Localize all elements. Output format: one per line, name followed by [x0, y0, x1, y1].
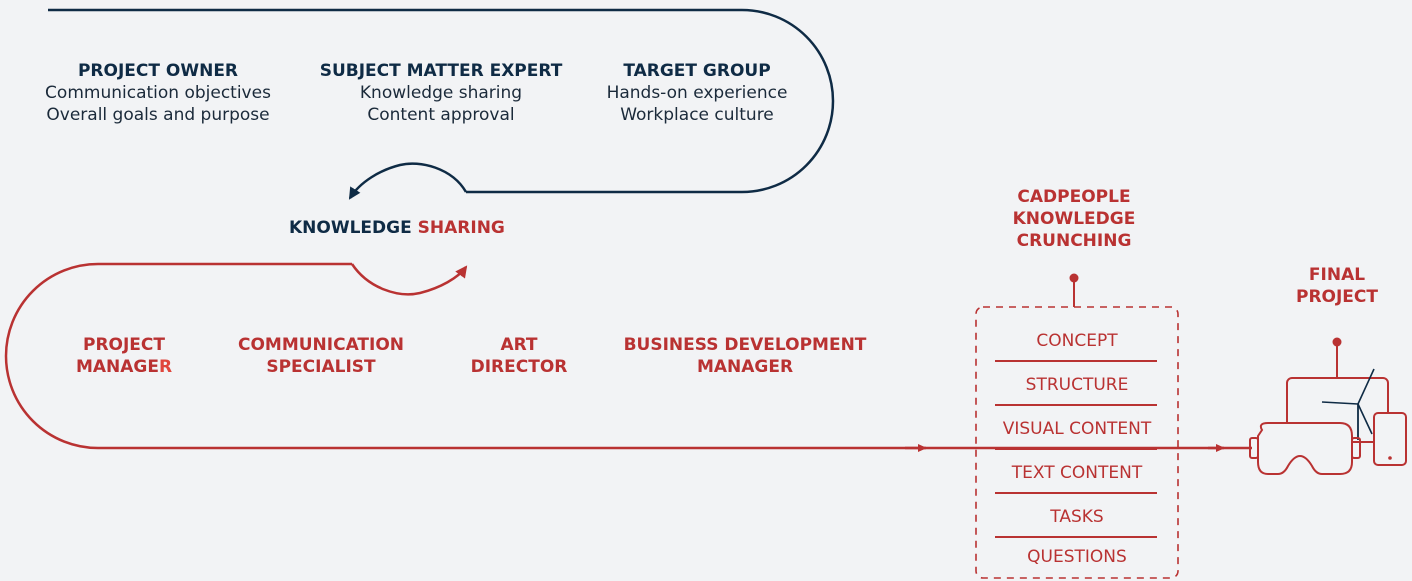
- knowledge-word: KNOWLEDGE: [289, 218, 412, 238]
- role-title-line2: SPECIALIST: [266, 357, 376, 377]
- final-connector-dot: [1332, 337, 1342, 347]
- role-project-manager: PROJECT MANAGER: [76, 334, 172, 378]
- step-questions: QUESTIONS: [1027, 547, 1127, 567]
- step-visual-content: VISUAL CONTENT: [1002, 419, 1152, 439]
- role-line: Hands-on experience: [606, 83, 788, 103]
- step-tasks: TASKS: [1050, 507, 1104, 527]
- role-line: Workplace culture: [620, 105, 774, 125]
- role-line: Content approval: [367, 105, 515, 125]
- role-line: Communication objectives: [45, 83, 271, 103]
- crunching-title-line: KNOWLEDGE: [1012, 209, 1136, 229]
- role-title: SUBJECT MATTER EXPERT: [319, 61, 563, 81]
- knowledge-arc-red: [350, 263, 468, 296]
- role-title-line1: PROJECT: [82, 335, 165, 355]
- crunching-box: [975, 306, 1179, 579]
- role-project-owner: PROJECT OWNER Communication objectives O…: [45, 60, 271, 126]
- role-title: PROJECT OWNER: [77, 61, 239, 81]
- role-title-accent: R: [158, 357, 173, 377]
- step-separators: [995, 360, 1157, 538]
- role-art-director: ART DIRECTOR: [471, 334, 568, 378]
- client-loop-line: [48, 8, 835, 194]
- final-title-line: PROJECT: [1295, 287, 1378, 307]
- vr-headset-tablet-phone-wind-turbine-icon: [1249, 368, 1407, 475]
- role-line: Overall goals and purpose: [46, 105, 270, 125]
- role-title: TARGET GROUP: [623, 61, 771, 81]
- role-line: Knowledge sharing: [359, 83, 523, 103]
- role-title-line2: MANAGER: [696, 357, 794, 377]
- role-target-group: TARGET GROUP Hands-on experience Workpla…: [607, 60, 788, 126]
- knowledge-arc-navy: [348, 162, 468, 200]
- role-title-line1: COMMUNICATION: [237, 335, 405, 355]
- crunching-title-line: CRUNCHING: [1016, 231, 1132, 251]
- step-concept: CONCEPT: [1036, 331, 1118, 351]
- role-communication-specialist: COMMUNICATION SPECIALIST: [238, 334, 404, 378]
- final-title-line: FINAL: [1308, 265, 1366, 285]
- step-structure: STRUCTURE: [1025, 375, 1129, 395]
- sharing-word: SHARING: [417, 218, 505, 238]
- role-title-line2: DIRECTOR: [470, 357, 568, 377]
- role-subject-matter-expert: SUBJECT MATTER EXPERT Knowledge sharing …: [320, 60, 563, 126]
- team-loop-line: [4, 262, 1252, 450]
- crunching-title-line: CADPEOPLE: [1017, 187, 1131, 207]
- crunching-title: CADPEOPLE KNOWLEDGE CRUNCHING: [974, 186, 1174, 252]
- knowledge-sharing-label: KNOWLEDGE SHARING: [289, 217, 505, 239]
- role-title-line2: MANAGE: [75, 357, 159, 377]
- role-title-line1: BUSINESS DEVELOPMENT: [623, 335, 867, 355]
- step-text-content: TEXT CONTENT: [1011, 463, 1143, 483]
- crunching-connector-dot: [1069, 273, 1079, 283]
- role-business-development-manager: BUSINESS DEVELOPMENT MANAGER: [624, 334, 867, 378]
- final-project-title: FINAL PROJECT: [1287, 264, 1387, 308]
- role-title-line1: ART: [500, 335, 538, 355]
